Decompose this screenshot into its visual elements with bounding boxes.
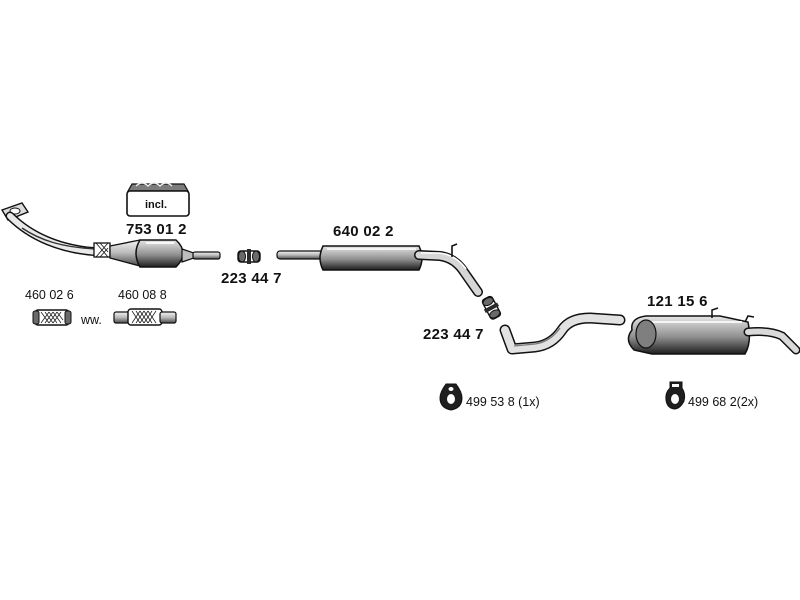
clamp-1[interactable]: [237, 249, 261, 264]
incl-label: incl.: [145, 199, 168, 211]
part-number-rubber-mount-1[interactable]: 499 53 8 (1x): [466, 395, 540, 409]
part-number-clamp-1[interactable]: 223 44 7: [221, 270, 282, 287]
rear-silencer[interactable]: [499, 307, 800, 355]
part-number-rubber-mount-2[interactable]: 499 68 2(2x): [688, 395, 759, 409]
flex-pipe-a[interactable]: [32, 309, 72, 326]
clamp-2[interactable]: [480, 295, 504, 321]
middle-silencer[interactable]: [276, 243, 483, 297]
part-number-flex-pipe-b[interactable]: 460 08 8: [118, 288, 167, 302]
alternative-label: ww.: [81, 313, 102, 327]
included-gasket-box: [126, 182, 190, 217]
flex-pipe-b[interactable]: [113, 308, 177, 326]
part-number-middle-silencer[interactable]: 640 02 2: [333, 223, 394, 240]
part-number-rear-silencer[interactable]: 121 15 6: [647, 293, 708, 310]
rubber-mount-1-icon[interactable]: [439, 383, 463, 411]
part-number-flex-pipe-a[interactable]: 460 02 6: [25, 288, 74, 302]
rubber-mount-2-icon[interactable]: [665, 381, 686, 410]
part-number-catalyst[interactable]: 753 01 2: [126, 221, 187, 238]
catalyst-front-pipe[interactable]: [0, 202, 221, 268]
part-number-clamp-2[interactable]: 223 44 7: [423, 326, 484, 343]
